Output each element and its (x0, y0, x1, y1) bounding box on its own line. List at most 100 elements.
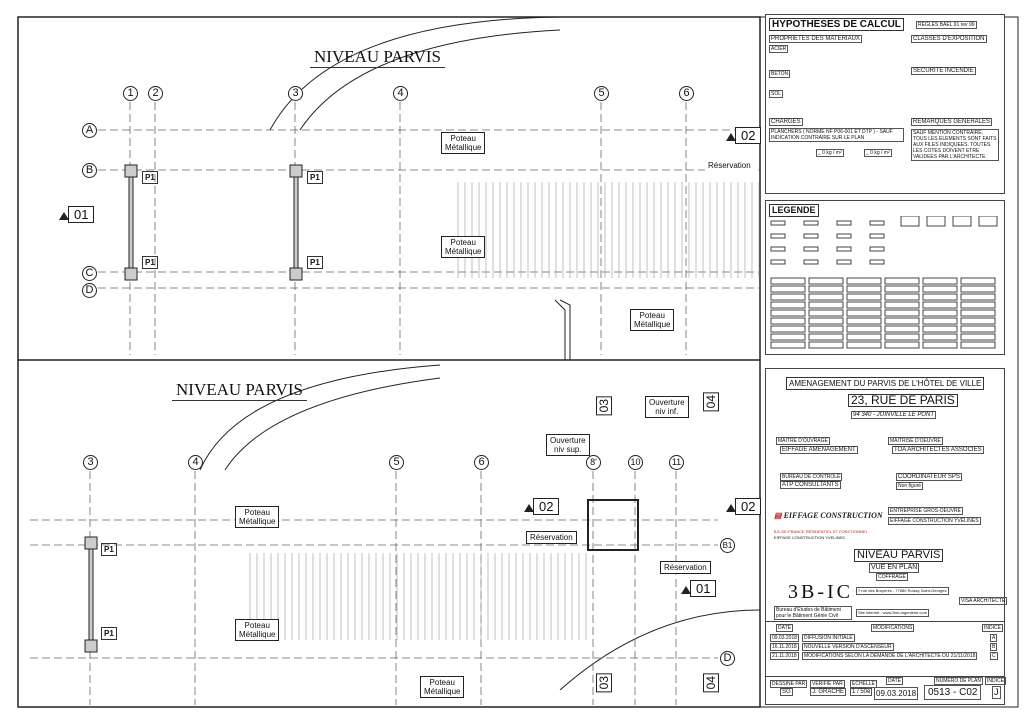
legend-swatch (869, 259, 885, 265)
grid-bubble: 3 (288, 86, 303, 101)
grid-bubble: 4 (393, 86, 408, 101)
legend-item (808, 317, 844, 325)
moa-name: EIFFAGE AMENAGEMENT (780, 446, 858, 454)
index-value: J (992, 686, 1001, 699)
grid-bubble: 10 (628, 455, 643, 470)
legend-symbols (770, 216, 998, 349)
legend-item (846, 277, 882, 285)
scale-value: 1 / 50e (850, 688, 873, 696)
legend-item (808, 341, 844, 349)
label-poteau: Poteau Métallique (235, 619, 280, 641)
section-marker: 02 (725, 498, 762, 515)
number-label: NUMERO DE PLAN (934, 677, 984, 685)
label-reservation: Réservation (526, 531, 577, 544)
legend-item (922, 301, 958, 309)
section-marker-vertical: 04 (703, 392, 719, 412)
legend-swatch (770, 259, 786, 265)
logo-subtitle2: EIFFAGE CONSTRUCTION YVELINES (774, 535, 845, 540)
legend-hatch-swatch (978, 216, 998, 227)
mod-date: 21.11.2018 (770, 652, 799, 660)
section-marker: 02 (725, 127, 762, 144)
grid-bubble: D (82, 283, 97, 298)
section-marker-vertical: 04 (703, 673, 719, 693)
legend-swatch (770, 220, 786, 226)
legend-item (960, 277, 996, 285)
legend-item (770, 293, 806, 301)
index-label: INDICE (985, 677, 1006, 685)
section-marker-vertical: 03 (596, 396, 612, 416)
legend-item (808, 333, 844, 341)
plan-title-top: NIVEAU PARVIS (310, 47, 445, 68)
project-city: 94 340 - JOINVILLE LE PONT (851, 411, 937, 419)
section-marker-vertical: 03 (596, 673, 612, 693)
legend-swatch (836, 220, 852, 226)
legend-item (922, 293, 958, 301)
legend-item (770, 325, 806, 333)
mod-text: MODIFICATIONS SELON LA DEMANDE DE L'ARCH… (802, 652, 978, 660)
acier-label: ACIER (769, 45, 789, 53)
legend-item (770, 277, 806, 285)
firm-website: Site internet : www.3bic-ingenierie.com (856, 609, 929, 617)
date-label: DATE (886, 677, 903, 685)
legend-item (808, 309, 844, 317)
label-poteau: Poteau Métallique (630, 309, 675, 331)
remarks-heading: REMARQUES GENERALES (911, 118, 993, 126)
divider (766, 676, 1004, 677)
remarks-text: SAUF MENTION CONTRAIRE, TOUS LES ELEMENT… (911, 129, 999, 161)
legend-item (846, 309, 882, 317)
legend-item (846, 317, 882, 325)
drawing-view: VUE EN PLAN (869, 563, 920, 573)
legend-swatch (770, 233, 786, 239)
plan-title-bottom: NIVEAU PARVIS (172, 380, 307, 401)
legend-item (884, 317, 920, 325)
grid-bubble: 3 (83, 455, 98, 470)
visa-label: VISA ARCHITECTE (959, 597, 1008, 605)
legend-item (884, 277, 920, 285)
legend-item (922, 317, 958, 325)
label-poteau: Poteau Métallique (235, 506, 280, 528)
grid-bubble: 2 (148, 86, 163, 101)
exposure-heading: CLASSES D'EXPOSITION (911, 35, 987, 43)
grid-bubble: A (82, 123, 97, 138)
grid-bubble: C (82, 266, 97, 281)
legend-item (770, 301, 806, 309)
legend-swatch (836, 246, 852, 252)
legend-item (770, 309, 806, 317)
mod-header-text: MODIFICATIONS (871, 624, 915, 632)
legend-item (960, 333, 996, 341)
mod-header-index: INDICE (982, 624, 1003, 632)
legend-item (884, 293, 920, 301)
legend-item (846, 333, 882, 341)
legend-item (808, 301, 844, 309)
section-marker: 01 (680, 580, 717, 597)
legend-item (922, 325, 958, 333)
legend-item (846, 285, 882, 293)
drawing-title: NIVEAU PARVIS (854, 549, 944, 562)
legend-panel: LEGENDE (765, 200, 1005, 355)
mod-header-date: DATE (776, 624, 793, 632)
legend-item (960, 325, 996, 333)
firm-logo: 3B-IC (788, 581, 853, 603)
legend-swatch (836, 259, 852, 265)
legend-item (960, 293, 996, 301)
legend-item (922, 285, 958, 293)
scale-label: ECHELLE (850, 680, 877, 688)
grid-bubble: D (720, 651, 735, 666)
fire-heading: SECURITE INCENDIE (911, 67, 976, 75)
title-block: AMENAGEMENT DU PARVIS DE L'HÔTEL DE VILL… (765, 368, 1008, 705)
label-reservation: Réservation (660, 561, 711, 574)
hypotheses-title: HYPOTHESES DE CALCUL (769, 18, 904, 31)
beton-label: BETON (769, 70, 791, 78)
contractor-label: ENTREPRISE GROS-OEUVRE (888, 507, 963, 515)
sol-label: SOL (769, 90, 784, 98)
label-poteau: Poteau Métallique (441, 132, 486, 154)
sps-label: COORDINATEUR SPS (896, 473, 962, 481)
legend-item (808, 285, 844, 293)
label-ouverture-inf: Ouverture niv inf. (645, 396, 689, 418)
grid-bubble: 1 (123, 86, 138, 101)
column-tag: P1 (101, 543, 117, 556)
project-address: 23, RUE DE PARIS (848, 394, 958, 407)
sps-name: Non figuré (896, 482, 924, 490)
moe-label: MAITRISE D'OEUVRE (888, 437, 943, 445)
legend-swatch (869, 246, 885, 252)
